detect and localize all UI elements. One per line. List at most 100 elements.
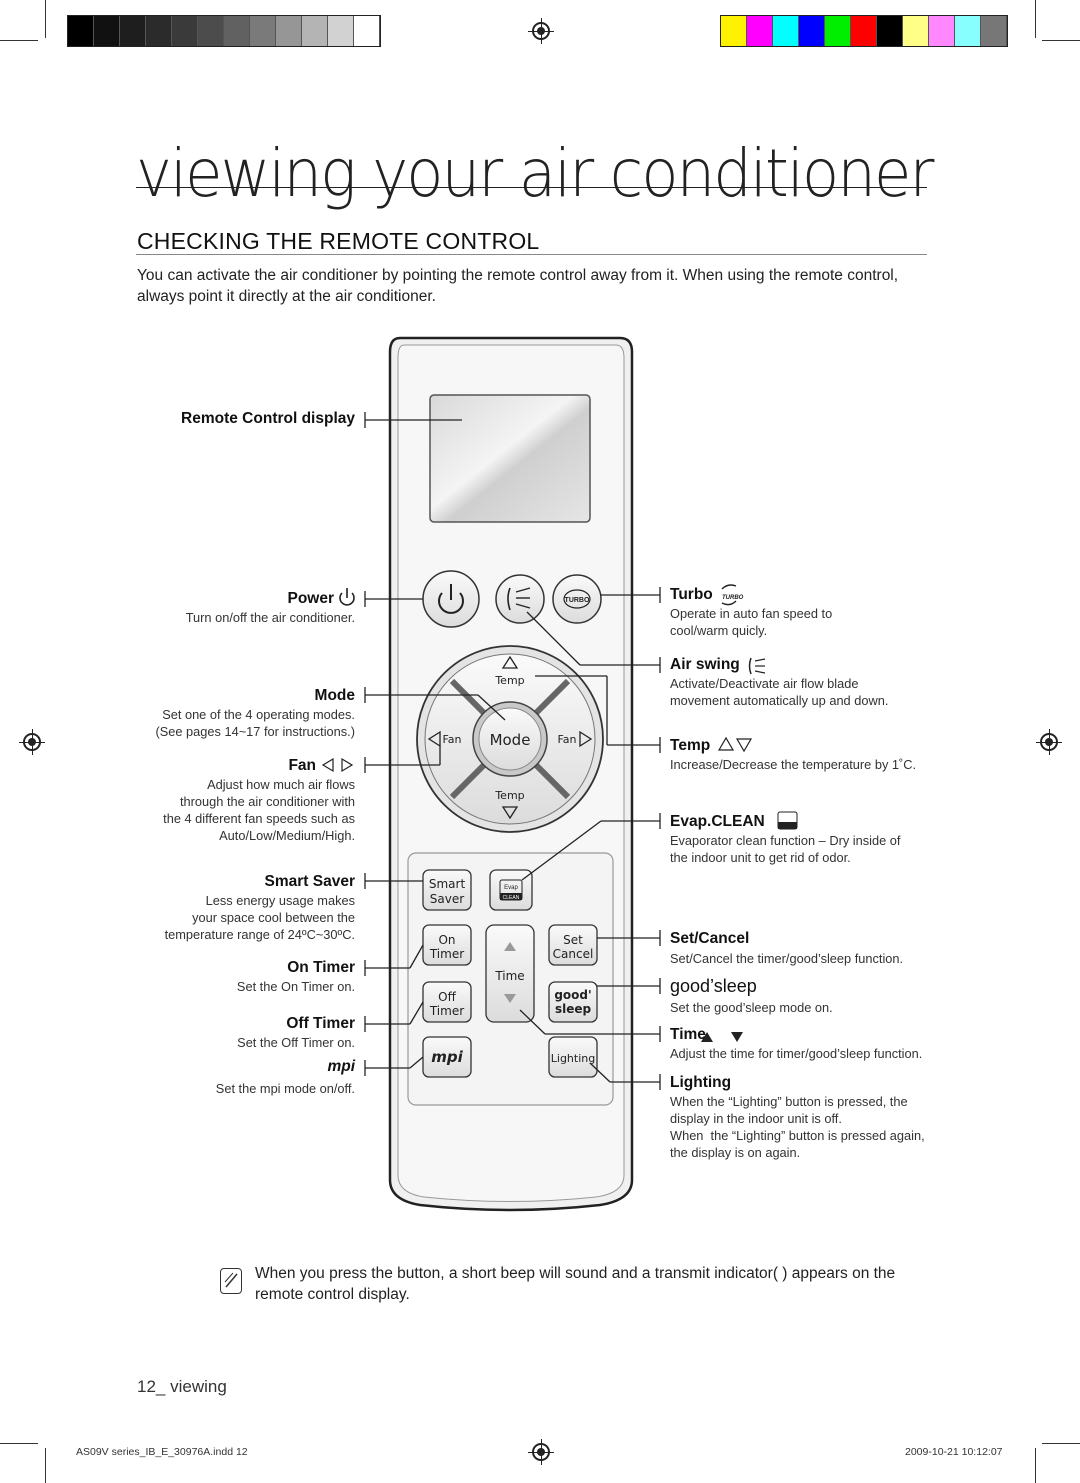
desc-air-swing: Activate/Deactivate air flow blade movem… [670, 676, 889, 708]
label-good-sleep: good’sleep [670, 976, 757, 996]
remote-label-on: On [438, 933, 455, 947]
color-calibration-bar [720, 15, 1008, 47]
intro-paragraph: You can activate the air conditioner by … [137, 267, 899, 305]
section-rule [136, 254, 927, 255]
registration-mark-icon [1036, 729, 1062, 755]
label-lighting: Lighting [670, 1074, 732, 1091]
remote-display [429, 394, 591, 523]
crop-mark [1035, 1448, 1036, 1483]
color-swatch [825, 16, 851, 46]
color-swatch [328, 16, 354, 46]
label-off-timer: Off Timer [286, 1015, 355, 1032]
label-power: Power [287, 590, 334, 607]
color-swatch [773, 16, 799, 46]
title-rule [136, 187, 927, 188]
color-swatch [250, 16, 276, 46]
remote-label-fan1: Fan [442, 733, 461, 746]
color-swatch [172, 16, 198, 46]
registration-mark-icon [528, 18, 554, 44]
note-text: When you press the button, a short beep … [255, 1265, 896, 1303]
color-swatch [929, 16, 955, 46]
registration-mark-icon [528, 1439, 554, 1465]
color-swatch [354, 16, 380, 46]
color-swatch [198, 16, 224, 46]
remote-label-timer2: Timer [429, 1004, 464, 1018]
remote-label-good: good' [554, 988, 591, 1002]
desc-smart-saver: Less energy usage makes your space cool … [164, 893, 355, 942]
remote-label-sleep: sleep [555, 1002, 592, 1016]
label-fan: Fan [288, 757, 316, 774]
desc-fan: Adjust how much air flows through the ai… [163, 777, 355, 843]
remote-label-lighting: Lighting [551, 1052, 595, 1065]
desc-on-timer: Set the On Timer on. [236, 979, 355, 994]
desc-off-timer: Set the Off Timer on. [237, 1035, 355, 1050]
crop-mark [0, 40, 38, 41]
footer-date: 2009-10-21 10:12:07 [905, 1446, 1003, 1458]
remote-label-clean: CLEAN [503, 895, 520, 901]
desc-set-cancel: Set/Cancel the timer/good’sleep function… [670, 951, 904, 966]
fan-right-icon [341, 757, 354, 773]
desc-good-sleep: Set the good’sleep mode on. [670, 1000, 833, 1015]
color-swatch [302, 16, 328, 46]
color-swatch [851, 16, 877, 46]
color-swatch [68, 16, 94, 46]
color-swatch [955, 16, 981, 46]
set-cancel-button [548, 924, 598, 966]
crop-mark [45, 1448, 46, 1483]
label-time: Time [670, 1026, 706, 1043]
label-mpi: mpi [327, 1058, 355, 1075]
page-number: 12_ viewing [137, 1377, 227, 1396]
desc-time: Adjust the time for timer/good’sleep fun… [670, 1046, 923, 1061]
remote-label-saver: Saver [430, 892, 464, 906]
section-heading: CHECKING THE REMOTE CONTROL [137, 228, 540, 254]
label-evap-clean: Evap.CLEAN [670, 813, 765, 830]
crop-mark [1035, 0, 1036, 38]
color-swatch [120, 16, 146, 46]
crop-mark [0, 1443, 38, 1444]
desc-evap-clean: Evaporator clean function – Dry inside o… [670, 833, 901, 865]
gray-calibration-bar [67, 15, 381, 47]
air-swing-button [495, 574, 545, 624]
label-air-swing: Air swing [670, 656, 740, 673]
desc-mpi: Set the mpi mode on/off. [215, 1081, 355, 1096]
color-swatch [877, 16, 903, 46]
smart-saver-button [422, 869, 472, 911]
color-swatch [146, 16, 172, 46]
desc-turbo: Operate in auto fan speed to cool/warm q… [670, 606, 833, 638]
desc-lighting: When the “Lighting” button is pressed, t… [670, 1094, 925, 1160]
time-button [485, 924, 535, 1023]
label-turbo: Turbo [670, 586, 713, 603]
turbo-button [552, 574, 602, 624]
label-on-timer: On Timer [287, 959, 355, 976]
turbo-icon [721, 584, 737, 606]
desc-temp: Increase/Decrease the temperature by 1˚C… [670, 757, 917, 772]
lighting-button [548, 1036, 598, 1078]
power-icon [339, 592, 355, 606]
remote-label-turbo2: TURBO [722, 595, 744, 601]
remote-label-mpi: mpi [431, 1048, 463, 1066]
desc-power: Turn on/off the air conditioner. [185, 610, 355, 625]
color-swatch [224, 16, 250, 46]
remote-label-evap: Evap [504, 885, 518, 891]
crop-mark [1042, 40, 1080, 41]
swing-icon [748, 657, 752, 675]
remote-label-timer1: Timer [429, 947, 464, 961]
label-mode: Mode [314, 687, 355, 704]
footer-file: AS09V series_IB_E_30976A.indd 12 [76, 1446, 248, 1458]
label-temp: Temp [670, 737, 711, 754]
label-set-cancel: Set/Cancel [670, 930, 750, 947]
remote-label-temp2: Temp [494, 789, 524, 802]
label-smart-saver: Smart Saver [264, 873, 355, 890]
color-swatch [903, 16, 929, 46]
crop-mark [45, 0, 46, 38]
time-down-icon [731, 1032, 743, 1042]
registration-mark-icon [19, 729, 45, 755]
remote-label-mode: Mode [490, 731, 531, 749]
color-swatch [276, 16, 302, 46]
color-swatch [981, 16, 1007, 46]
remote-label-smart: Smart [429, 877, 466, 891]
temp-up-icon [717, 736, 735, 751]
crop-mark [1042, 1443, 1080, 1444]
color-swatch [799, 16, 825, 46]
